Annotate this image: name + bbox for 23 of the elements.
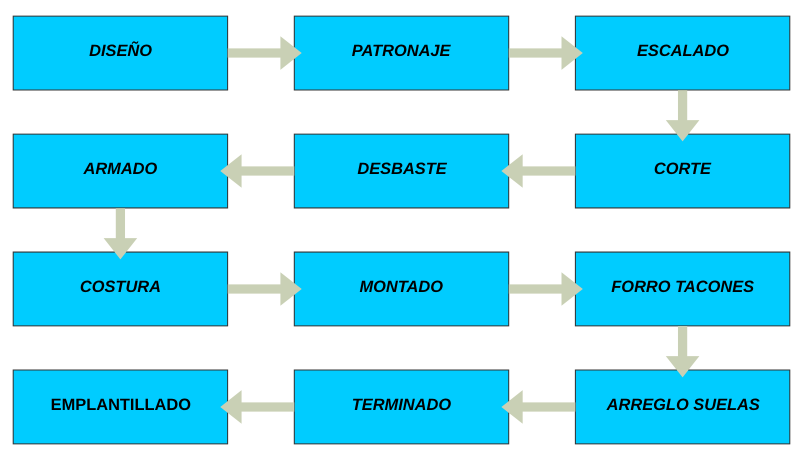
arrow bbox=[220, 390, 294, 424]
node-box: PATRONAJE bbox=[293, 15, 509, 90]
node-box: ESCALADO bbox=[574, 15, 790, 90]
arrow bbox=[500, 390, 575, 424]
node-box: ARREGLO SUELAS bbox=[574, 369, 790, 444]
node-box: DESBASTE bbox=[293, 133, 509, 208]
arrow bbox=[227, 36, 302, 70]
node-box: FORRO TACONES bbox=[574, 251, 790, 326]
node-box: COSTURA bbox=[12, 251, 228, 326]
node-box: EMPLANTILLADO bbox=[12, 369, 228, 444]
node-box: MONTADO bbox=[293, 251, 509, 326]
node-box: DISEÑO bbox=[12, 15, 228, 90]
arrow bbox=[103, 208, 137, 259]
arrow bbox=[665, 90, 699, 141]
node-box: ARMADO bbox=[12, 133, 228, 208]
node-box: TERMINADO bbox=[293, 369, 509, 444]
arrow bbox=[508, 36, 582, 70]
arrow bbox=[500, 154, 575, 188]
arrow bbox=[227, 272, 302, 306]
arrow bbox=[665, 326, 699, 377]
node-box: CORTE bbox=[574, 133, 790, 208]
arrow bbox=[508, 272, 582, 306]
arrow bbox=[220, 154, 294, 188]
